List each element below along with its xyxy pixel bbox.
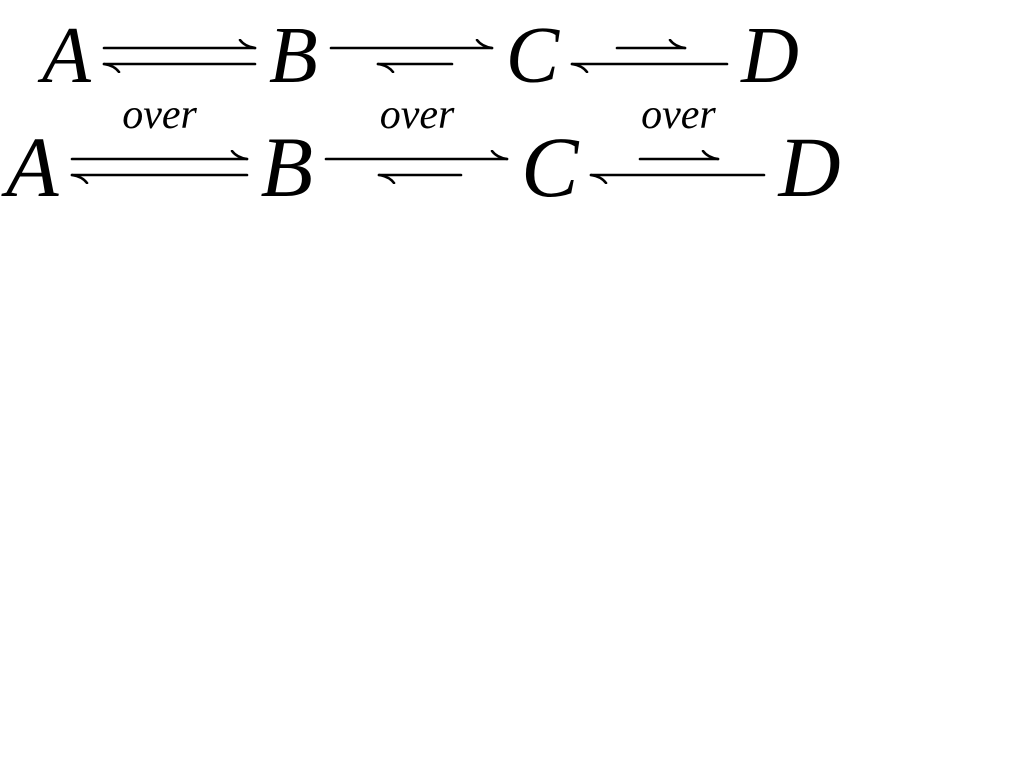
species-label: B bbox=[268, 12, 318, 100]
equilibrium-arrow-group bbox=[569, 39, 731, 73]
reaction-line-1: A B C bbox=[0, 0, 1024, 102]
arrow-over-label: over bbox=[641, 92, 716, 138]
equilibrium-arrow-group: over bbox=[588, 94, 768, 184]
species-label: B bbox=[260, 119, 314, 215]
equilibrium-reverse-favored-arrow-icon bbox=[570, 39, 729, 73]
species-label: C bbox=[505, 12, 560, 100]
arrow-over-label: over bbox=[122, 92, 197, 138]
species-label: D bbox=[741, 12, 799, 100]
equilibrium-forward-favored-arrow-icon bbox=[329, 39, 494, 73]
equilibrium-arrow-group: over bbox=[323, 94, 511, 184]
equilibrium-arrow-group: over bbox=[69, 94, 251, 184]
species-label: C bbox=[521, 119, 579, 215]
species-label: A bbox=[42, 12, 91, 100]
arrow-over-label: over bbox=[379, 92, 455, 138]
equilibrium-forward-favored-arrow-icon bbox=[324, 150, 509, 184]
equilibrium-equal-arrow-icon bbox=[70, 150, 248, 184]
species-label: D bbox=[778, 119, 841, 215]
equilibrium-arrow-group bbox=[328, 39, 496, 73]
equilibrium-equal-arrow-icon bbox=[102, 39, 257, 73]
equilibrium-reverse-favored-arrow-icon bbox=[590, 150, 766, 184]
reaction-line-2: A over B over bbox=[0, 94, 1024, 217]
equilibrium-arrow-group bbox=[101, 39, 259, 73]
species-label: A bbox=[6, 119, 59, 215]
